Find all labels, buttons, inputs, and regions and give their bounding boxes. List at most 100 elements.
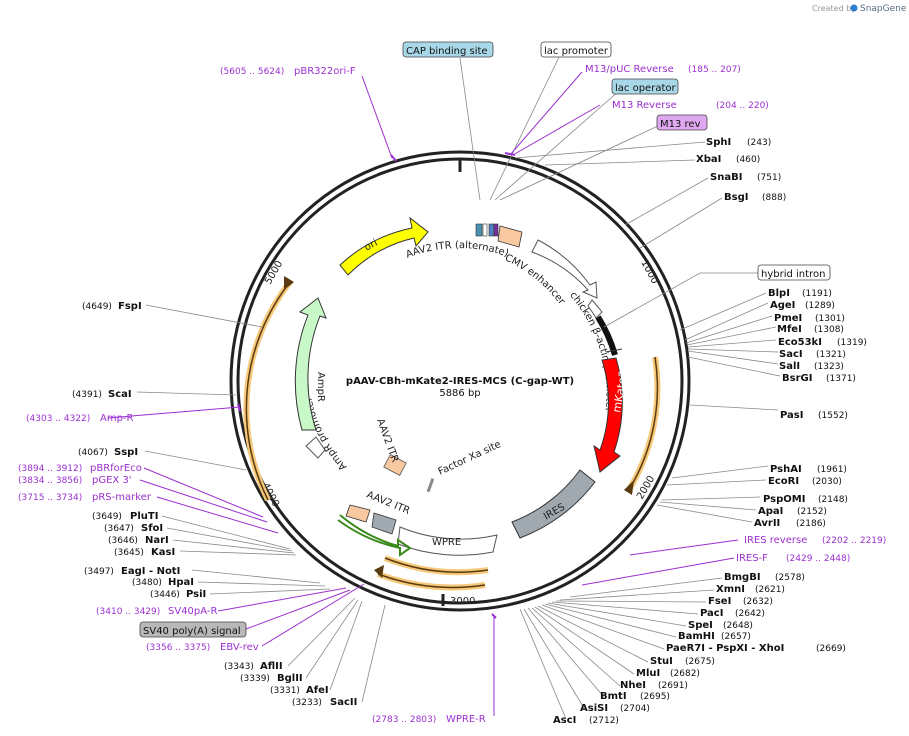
primer-name-pgex[interactable]: pGEX 3' [92, 475, 132, 486]
site-bsgi[interactable]: BsgI [724, 192, 748, 203]
site-asci[interactable]: AscI [553, 715, 576, 726]
site-snabi[interactable]: SnaBI [710, 172, 742, 183]
feature-ori[interactable] [339, 216, 429, 276]
site-paer7i-pspxi-xhoi[interactable]: PaeR7I - PspXI - XhoI [666, 643, 784, 654]
site-sspi[interactable]: SspI [114, 447, 138, 458]
feature-lac-operator[interactable] [488, 223, 495, 237]
site-pos-bamhi: (2657) [721, 632, 751, 642]
site-bamhi[interactable]: BamHI [678, 631, 715, 642]
site-ecori[interactable]: EcoRI [768, 476, 799, 487]
box-m13-rev[interactable] [656, 114, 708, 131]
box-lac-promoter[interactable] [540, 41, 612, 58]
site-kasi[interactable]: KasI [151, 547, 175, 558]
site-sphi[interactable]: SphI [706, 137, 731, 148]
site-hpai[interactable]: HpaI [168, 577, 194, 588]
site-fspi[interactable]: FspI [118, 301, 142, 312]
feature-ampr-promoter[interactable] [305, 436, 326, 459]
site-pos-nari: (3646) [108, 536, 138, 546]
primer-name-pbrforeco[interactable]: pBRforEco [90, 463, 142, 474]
site-bmgbi[interactable]: BmgBI [724, 572, 761, 583]
site-pluti[interactable]: PluTI [130, 511, 158, 522]
site-eco53ki[interactable]: Eco53kI [778, 337, 822, 348]
site-mlui[interactable]: MluI [636, 668, 660, 679]
feature-ires[interactable] [511, 469, 596, 539]
primer-name-prs[interactable]: pRS-marker [92, 492, 152, 503]
site-afei[interactable]: AfeI [306, 685, 329, 696]
site-agei[interactable]: AgeI [770, 300, 795, 311]
site-spei[interactable]: SpeI [688, 620, 713, 631]
site-pasi[interactable]: PasI [780, 410, 803, 421]
backbone-inner-strand [236, 157, 684, 605]
leader-bglii [305, 599, 359, 679]
site-blpi[interactable]: BlpI [768, 288, 790, 299]
site-bglii[interactable]: BglII [277, 673, 303, 684]
feature-hybrid-intron[interactable] [595, 315, 618, 356]
box-lac-operator[interactable] [611, 78, 679, 95]
feature-mkate2[interactable] [593, 357, 623, 473]
feature-ampr[interactable] [294, 297, 327, 431]
primer-name-iresrev[interactable]: IRES reverse [744, 535, 807, 546]
primer-name-m13puc[interactable]: M13/pUC Reverse [585, 64, 674, 75]
box-hybrid-intron[interactable] [757, 264, 831, 281]
site-saci[interactable]: SacI [779, 349, 803, 360]
site-avrii[interactable]: AvrII [754, 518, 780, 529]
site-aflii[interactable]: AflII [260, 661, 283, 672]
feature-cmv-enhancer[interactable] [531, 239, 598, 299]
feature-aav2-itr-inner[interactable] [383, 454, 407, 476]
box-cap-binding-site[interactable] [402, 41, 494, 58]
site-paci[interactable]: PacI [700, 608, 723, 619]
primer-name-iresf[interactable]: IRES-F [736, 553, 768, 564]
leader-bsgi [639, 197, 723, 249]
leader-mlui [534, 606, 635, 675]
feature-cba-start[interactable] [587, 299, 603, 319]
site-fsei[interactable]: FseI [708, 596, 731, 607]
feature-sv40-polya[interactable] [371, 512, 397, 535]
site-sali[interactable]: SalI [779, 361, 800, 372]
feature-lac-promoter[interactable] [482, 223, 488, 237]
primer-name-wprer[interactable]: WPRE-R [446, 714, 486, 725]
leader-fspi [145, 304, 263, 328]
site-scai[interactable]: ScaI [108, 389, 132, 400]
site-pshai[interactable]: PshAI [770, 464, 802, 475]
feature-factor-xa-site[interactable] [426, 478, 435, 493]
primer-line-sv40par [217, 587, 347, 612]
primer-line-sv40polya [245, 589, 351, 630]
primer-name-sv40par[interactable]: SV40pA-R [168, 606, 217, 617]
site-nhei[interactable]: NheI [620, 680, 646, 691]
site-pspomi[interactable]: PspOMI [763, 494, 805, 505]
feature-m13-rev[interactable] [493, 223, 499, 237]
feature-cap-binding-site[interactable] [475, 223, 483, 237]
site-bsrgi[interactable]: BsrGI [782, 373, 812, 384]
site-stui[interactable]: StuI [650, 656, 673, 667]
leader-m13rev [499, 124, 661, 201]
primer-range-sv40par: (3410 .. 3429) [96, 607, 160, 617]
feature-green-arrow[interactable] [337, 514, 412, 557]
site-apai[interactable]: ApaI [758, 506, 783, 517]
site-sfoi[interactable]: SfoI [141, 523, 163, 534]
feature-aav2-itr-alternate[interactable] [497, 225, 523, 248]
primer-line-pgex [139, 479, 268, 523]
site-nari[interactable]: NarI [145, 535, 169, 546]
site-pos-asisi: (2704) [620, 704, 650, 714]
primer-name-m13rev[interactable]: M13 Reverse [612, 100, 677, 111]
feature-label-aav2-itr: AAV2 ITR [365, 490, 412, 517]
leader-sphi [514, 141, 706, 159]
site-xmni[interactable]: XmnI [716, 584, 745, 595]
primer-name-ampr[interactable]: Amp-R [100, 413, 134, 424]
site-psii[interactable]: PsiI [186, 589, 206, 600]
box-sv40-polya-signal[interactable] [139, 621, 247, 638]
site-bmti[interactable]: BmtI [600, 691, 627, 702]
site-pmei[interactable]: PmeI [774, 313, 802, 324]
site-eagi-noti[interactable]: EagI - NotI [121, 566, 180, 577]
site-xbai[interactable]: XbaI [696, 154, 721, 165]
leader-sali [687, 350, 779, 365]
site-pos-fsei: (2632) [743, 597, 773, 607]
site-mfei[interactable]: MfeI [777, 324, 802, 335]
feature-aav2-itr[interactable] [345, 504, 371, 523]
site-pos-avrii: (2186) [796, 519, 826, 529]
site-sacii[interactable]: SacII [330, 697, 357, 708]
site-asisi[interactable]: AsiSI [580, 703, 608, 714]
feature-wpre[interactable] [397, 526, 498, 556]
primer-name-ebvrev[interactable]: EBV-rev [220, 642, 259, 653]
primer-name-pbr322ori[interactable]: pBR322ori-F [294, 66, 356, 77]
